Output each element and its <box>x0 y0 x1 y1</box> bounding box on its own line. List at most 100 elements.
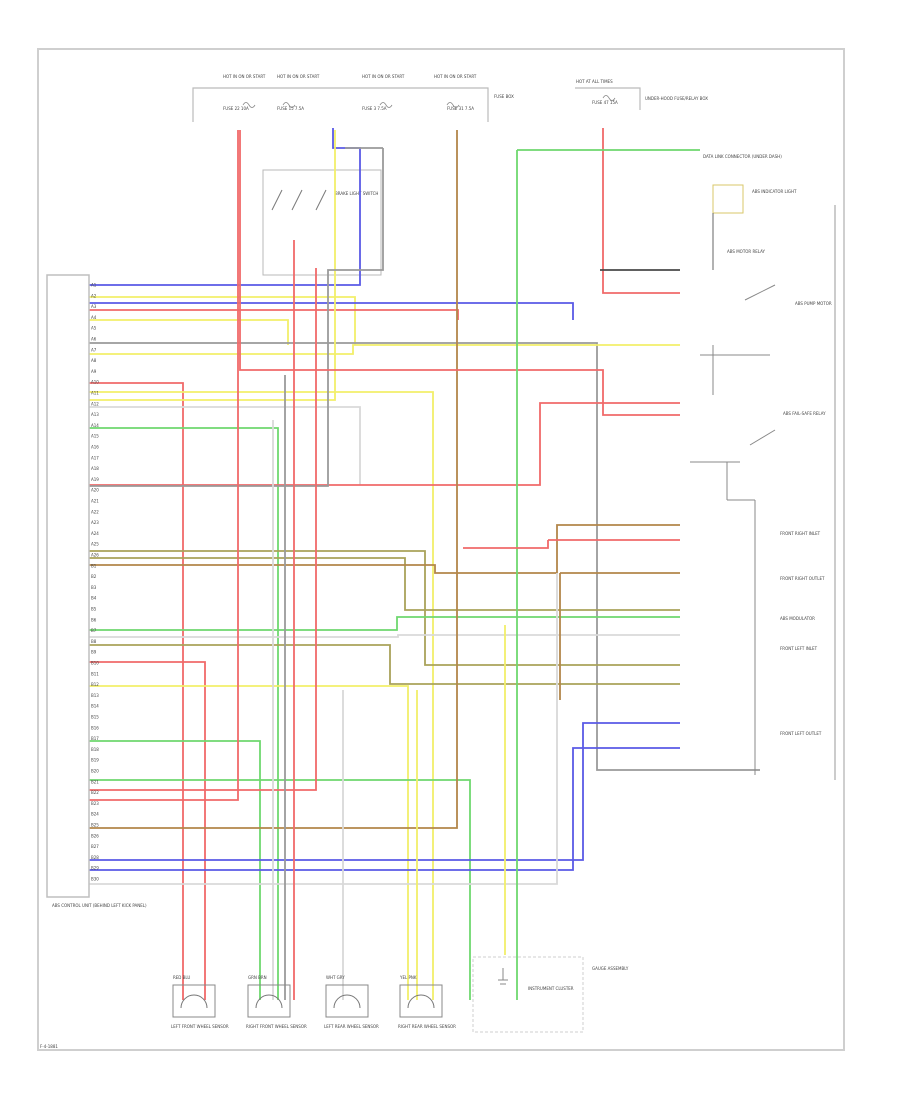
module-pin-41: B16 <box>91 725 99 730</box>
gauge-assembly-box <box>472 956 584 1033</box>
wheel-sensor-icon-0 <box>180 994 208 1009</box>
module-pin-2: A3 <box>91 304 97 309</box>
fuse-symbol-1 <box>282 102 296 108</box>
wire-30 <box>239 130 680 416</box>
wire-16 <box>89 524 680 574</box>
abs-motor-relay-label: ABS MOTOR RELAY <box>727 249 766 254</box>
fuse-labels: HOT IN ON OR START FUSE 22 10A HOT IN ON… <box>223 74 708 111</box>
module-pin-53: B28 <box>91 855 99 860</box>
module-pin-25: A26 <box>91 553 99 558</box>
wire-12 <box>89 402 680 486</box>
gauge-label: GAUGE ASSEMBLY <box>592 966 629 971</box>
wire-8 <box>89 391 434 1000</box>
fuse-1-name: HOT IN ON OR START <box>277 74 320 79</box>
wire-31 <box>602 128 680 294</box>
module-pin-29: B4 <box>91 596 97 601</box>
wheel-sensor-box-3 <box>399 984 443 1018</box>
module-pin-1: A2 <box>91 293 97 298</box>
module-pin-6: A7 <box>91 347 97 352</box>
right-labels: DATA LINK CONNECTOR (UNDER DASH) ABS IND… <box>703 154 832 736</box>
wire-15 <box>89 557 680 611</box>
wire-19 <box>89 644 680 685</box>
gauge-sub-label: INSTRUMENT CLUSTER <box>528 986 574 991</box>
module-pin-8: A9 <box>91 369 97 374</box>
module-pin-55: B30 <box>91 877 99 882</box>
wheel-sensor-icon-3 <box>407 994 435 1009</box>
fuse-box-bracket <box>192 87 489 122</box>
module-pin-42: B17 <box>91 736 99 741</box>
wheel-sensor-icon-1 <box>255 994 283 1009</box>
module-pin-11: A12 <box>91 401 99 406</box>
module-pin-51: B26 <box>91 833 99 838</box>
wire-6 <box>89 344 680 355</box>
module-pin-45: B20 <box>91 769 99 774</box>
brake-switch-contacts <box>271 189 327 211</box>
wire-13 <box>89 148 384 487</box>
fuse-3-rating: FUSE 31 7.5A <box>447 106 474 111</box>
wire-14 <box>89 550 680 666</box>
wire-33 <box>463 539 680 549</box>
module-pin-32: B7 <box>91 628 97 633</box>
module-pin-14: A15 <box>91 434 99 439</box>
wire-29 <box>89 573 558 885</box>
abs-fail-relay-label: ABS FAIL-SAFE RELAY <box>783 411 826 416</box>
wire-10 <box>89 406 361 485</box>
wire-7 <box>89 382 184 1000</box>
abs-motor-label: ABS PUMP MOTOR <box>795 301 832 306</box>
fuse-1-rating: FUSE 15 7.5A <box>277 106 304 111</box>
fuse-symbols <box>242 95 616 108</box>
wire-21 <box>89 685 409 1000</box>
fuse-0-name: HOT IN ON OR START <box>223 74 266 79</box>
module-pin-43: B18 <box>91 747 99 752</box>
wheel-sensor-name-3: RIGHT REAR WHEEL SENSOR <box>398 1024 456 1029</box>
module-pin-35: B10 <box>91 661 99 666</box>
module-pin-24: A25 <box>91 542 99 547</box>
abs-indicator-lamp <box>712 184 744 214</box>
brake-switch-box <box>262 169 382 276</box>
modulator-label: ABS MODULATOR <box>780 616 815 621</box>
wheel-sensor-box-0 <box>172 984 216 1018</box>
wheel-sensor-wires-3: YEL PNK <box>399 975 417 980</box>
underhood-box-label: UNDER-HOOD FUSE/RELAY BOX <box>645 96 708 101</box>
module-pin-22: A23 <box>91 520 99 525</box>
module-pin-20: A21 <box>91 499 99 504</box>
wire-1 <box>89 296 356 345</box>
wire-4 <box>89 319 289 345</box>
module-pins: A1A2A3A4A5A6A7A8A9A10A11A12A13A14A15A16A… <box>91 283 99 882</box>
module-pin-7: A8 <box>91 358 97 363</box>
abs-indicator-label: ABS INDICATOR LIGHT <box>752 189 797 194</box>
fuse-symbol-2 <box>379 102 393 108</box>
module-pin-50: B25 <box>91 823 99 828</box>
module-pin-17: A18 <box>91 466 99 471</box>
module-pin-52: B27 <box>91 844 99 849</box>
module-pin-16: A17 <box>91 455 99 460</box>
module-pin-13: A14 <box>91 423 99 428</box>
wire-27 <box>89 722 680 861</box>
module-pin-31: B6 <box>91 617 97 622</box>
module-pin-0: A1 <box>91 283 97 288</box>
module-pin-21: A22 <box>91 509 99 514</box>
wire-25 <box>89 130 239 801</box>
module-pin-27: B2 <box>91 574 97 579</box>
module-pin-36: B11 <box>91 671 99 676</box>
solenoid-0-label: FRONT RIGHT INLET <box>780 531 821 536</box>
module-pin-18: A19 <box>91 477 99 482</box>
wire-32 <box>516 149 700 1000</box>
wire-22 <box>89 740 261 1000</box>
module-pin-3: A4 <box>91 315 97 320</box>
gauge-lamp-icon <box>498 968 508 985</box>
fuse-symbol-3 <box>446 102 460 108</box>
module-pin-34: B9 <box>91 650 97 655</box>
module-pin-9: A10 <box>91 380 99 385</box>
wire-5 <box>89 342 760 771</box>
underhood-bracket <box>575 87 641 110</box>
module-pin-47: B22 <box>91 790 99 795</box>
wire-3 <box>89 309 459 320</box>
module-pin-10: A11 <box>91 391 99 396</box>
module-pin-33: B8 <box>91 639 97 644</box>
fuse-box-label: FUSE BOX <box>494 94 514 99</box>
module-label: ABS CONTROL UNIT (BEHIND LEFT KICK PANEL… <box>52 903 147 908</box>
wire-28 <box>89 747 680 871</box>
